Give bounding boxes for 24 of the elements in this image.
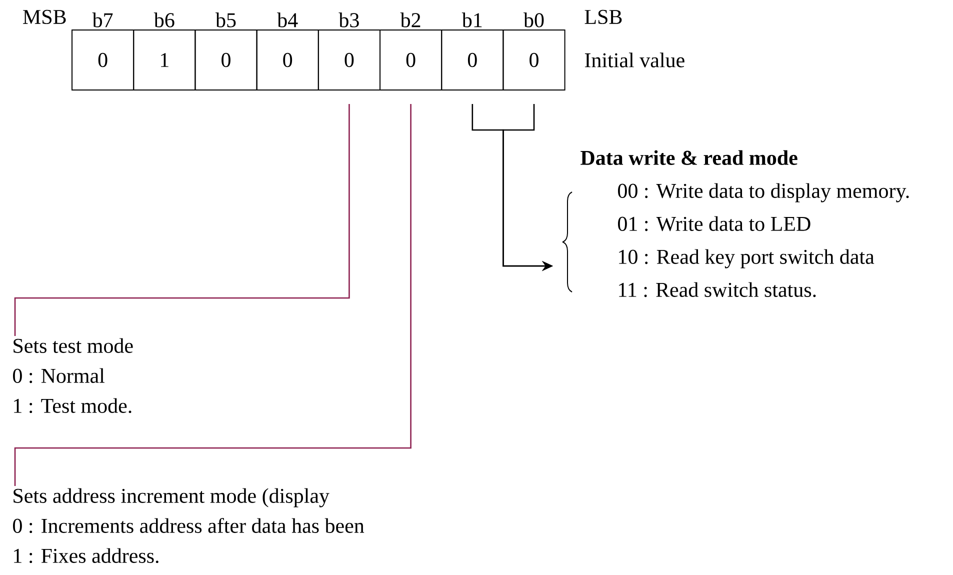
- bit-label: b2: [400, 12, 420, 28]
- bit-label: b7: [92, 12, 113, 28]
- bit-label: b4: [277, 12, 298, 28]
- lsb-label: LSB: [584, 10, 622, 24]
- bit-label: b1: [462, 12, 482, 28]
- bit-label: b6: [154, 12, 174, 28]
- description-text: Data write & read mode 00 : Write data to display memory. 01 : Write data to LED 10 : Read key port switch data 11 : Read switch status.: [580, 150, 909, 298]
- msb-label: MSB: [23, 10, 66, 24]
- bit-cell: 0: [318, 30, 380, 90]
- bit-cell: 1: [133, 30, 196, 90]
- bit-cell: 0: [256, 30, 319, 90]
- bit-cell: 0: [380, 30, 442, 90]
- leader-line: [14, 104, 412, 486]
- bit-cell: 0: [72, 30, 134, 90]
- row-label: Initial value: [584, 52, 684, 68]
- leader-line: [14, 104, 350, 336]
- bit-cell: 0: [441, 30, 504, 90]
- bit-label: b3: [338, 12, 359, 28]
- description-text: Sets address increment mode (display 0 : Increments address after data has been 1 : Fixes address.: [13, 488, 364, 564]
- bit-label: b0: [524, 12, 544, 28]
- description-text: Sets test mode 0 : Normal 1 : Test mode.: [13, 338, 133, 414]
- bit-label: b5: [216, 12, 236, 28]
- bit-cell: 0: [502, 30, 566, 90]
- bit-cell: 0: [194, 30, 258, 90]
